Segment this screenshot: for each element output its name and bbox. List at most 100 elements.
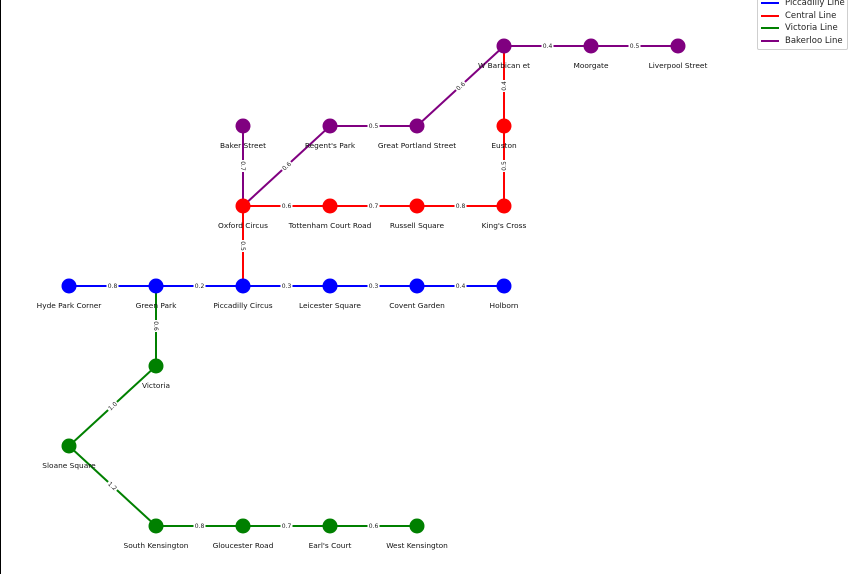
connection-label-bg <box>280 282 293 290</box>
station-label-victoria: Victoria <box>142 381 170 390</box>
connection-label-bg <box>453 78 468 94</box>
legend-label-piccadilly: Piccadilly Line <box>785 0 845 9</box>
station-label-holborn: Holborn <box>490 301 519 310</box>
connection-label-bg <box>280 522 293 530</box>
connection-distance-label: 0.2 <box>195 283 205 290</box>
station-label-liverpool-street: Liverpool Street <box>649 61 708 70</box>
connection-label-group: 0.5 <box>367 122 380 130</box>
station-node-leicester-square <box>322 278 338 294</box>
connection-label-bg <box>628 42 641 50</box>
piccadilly-swatch <box>761 2 779 5</box>
station-label-moorgate: Moorgate <box>574 61 609 70</box>
station-node-russell-square <box>409 198 425 214</box>
station-node-earl-s-court <box>322 518 338 534</box>
connection-label-group: 0.8 <box>454 202 467 210</box>
connection-label-group: 0.6 <box>279 158 294 174</box>
connection-distance-label: 1.0 <box>107 401 119 413</box>
connection-labels-layer: 0.8 0.2 0.3 0.3 0.4 0.5 0.6 0.7 0.8 0.5 0.4 0.6 1.0 1… <box>105 42 641 530</box>
connection-distance-label: 0.8 <box>456 203 466 210</box>
stations-layer <box>61 38 686 534</box>
connection-distance-label: 0.6 <box>369 523 379 530</box>
connection-distance-label: 0.6 <box>152 321 159 331</box>
station-label-piccadilly-circus: Piccadilly Circus <box>213 301 272 310</box>
connection-label-bg <box>105 398 120 414</box>
connection-distance-label: 0.7 <box>239 161 246 171</box>
connection-label-bg <box>193 282 206 290</box>
connection-distance-label: 1.2 <box>106 481 118 493</box>
connection-label-group: 0.3 <box>367 282 380 290</box>
connection-label-group: 0.5 <box>628 42 641 50</box>
connection-label-bg <box>239 240 247 252</box>
connection-distance-label: 0.3 <box>282 283 292 290</box>
connection-label-bg <box>279 158 294 174</box>
connection-distance-label: 0.5 <box>369 123 379 130</box>
connection-label-group: 1.0 <box>105 398 120 414</box>
connection-label-group: 0.8 <box>193 522 206 530</box>
station-node-tottenham-court-road <box>322 198 338 214</box>
station-node-liverpool-street <box>670 38 686 54</box>
connection-label-group: 0.5 <box>239 240 247 252</box>
legend-item-piccadilly: Piccadilly Line <box>758 0 847 10</box>
station-node-moorgate <box>583 38 599 54</box>
connection-label-group: 0.4 <box>500 80 508 92</box>
central-swatch <box>761 14 779 17</box>
connection-label-bg <box>239 160 247 172</box>
station-label-leicester-square: Leicester Square <box>299 301 361 310</box>
connection-distance-label: 0.5 <box>501 161 508 171</box>
station-label-earl-s-court: Earl's Court <box>309 541 352 550</box>
connection-label-group: 0.7 <box>239 160 247 172</box>
connection-label-bg <box>454 202 467 210</box>
connection-distance-label: 0.8 <box>108 283 118 290</box>
station-node-regent-s-park <box>322 118 338 134</box>
legend-label-bakerloo: Bakerloo Line <box>785 35 843 46</box>
connection-label-bg <box>500 80 508 92</box>
station-label-south-kensington: South Kensington <box>124 541 189 550</box>
station-node-baker-street <box>235 118 251 134</box>
connection-label-bg <box>367 122 380 130</box>
connection-distance-label: 0.6 <box>281 161 293 173</box>
connection-distance-label: 0.8 <box>195 523 205 530</box>
station-node-king-s-cross <box>496 198 512 214</box>
station-node-green-park <box>148 278 164 294</box>
connection-label-group: 0.3 <box>280 282 293 290</box>
connection-label-bg <box>193 522 206 530</box>
connection-label-bg <box>367 282 380 290</box>
station-label-russell-square: Russell Square <box>390 221 445 230</box>
connection-distance-label: 0.7 <box>369 203 379 210</box>
connection-label-bg <box>280 202 293 210</box>
station-label-w-barbican-et: W Barbican et <box>478 61 530 70</box>
connection-label-group: 0.4 <box>454 282 467 290</box>
station-label-west-kensington: West Kensington <box>386 541 448 550</box>
station-label-covent-garden: Covent Garden <box>389 301 445 310</box>
connection-distance-label: 0.4 <box>543 43 553 50</box>
station-label-green-park: Green Park <box>136 301 177 310</box>
connection-label-bg <box>454 282 467 290</box>
connection-distance-label: 0.5 <box>239 241 246 251</box>
station-node-euston <box>496 118 512 134</box>
connection-label-group: 0.7 <box>280 522 293 530</box>
connection-distance-label: 0.4 <box>501 81 508 91</box>
connection-label-group: 0.6 <box>367 522 380 530</box>
station-label-tottenham-court-road: Tottenham Court Road <box>288 221 372 230</box>
connection-label-bg <box>541 42 554 50</box>
station-node-south-kensington <box>148 518 164 534</box>
connection-label-group: 0.2 <box>193 282 206 290</box>
station-label-sloane-square: Sloane Square <box>42 461 96 470</box>
legend-item-central: Central Line <box>758 10 847 23</box>
legend-label-central: Central Line <box>785 10 837 21</box>
connection-label-group: 0.5 <box>500 160 508 172</box>
bakerloo-swatch <box>761 39 779 42</box>
connection-label-group: 0.6 <box>280 202 293 210</box>
connection-distance-label: 0.5 <box>630 43 640 50</box>
legend-item-victoria: Victoria Line <box>758 22 847 35</box>
station-node-hyde-park-corner <box>61 278 77 294</box>
legend: Piccadilly Line Central Line Victoria Li… <box>757 0 848 50</box>
station-label-gloucester-road: Gloucester Road <box>213 541 274 550</box>
legend-item-bakerloo: Bakerloo Line <box>758 35 847 48</box>
connection-distance-label: 0.6 <box>282 203 292 210</box>
station-node-sloane-square <box>61 438 77 454</box>
station-node-gloucester-road <box>235 518 251 534</box>
